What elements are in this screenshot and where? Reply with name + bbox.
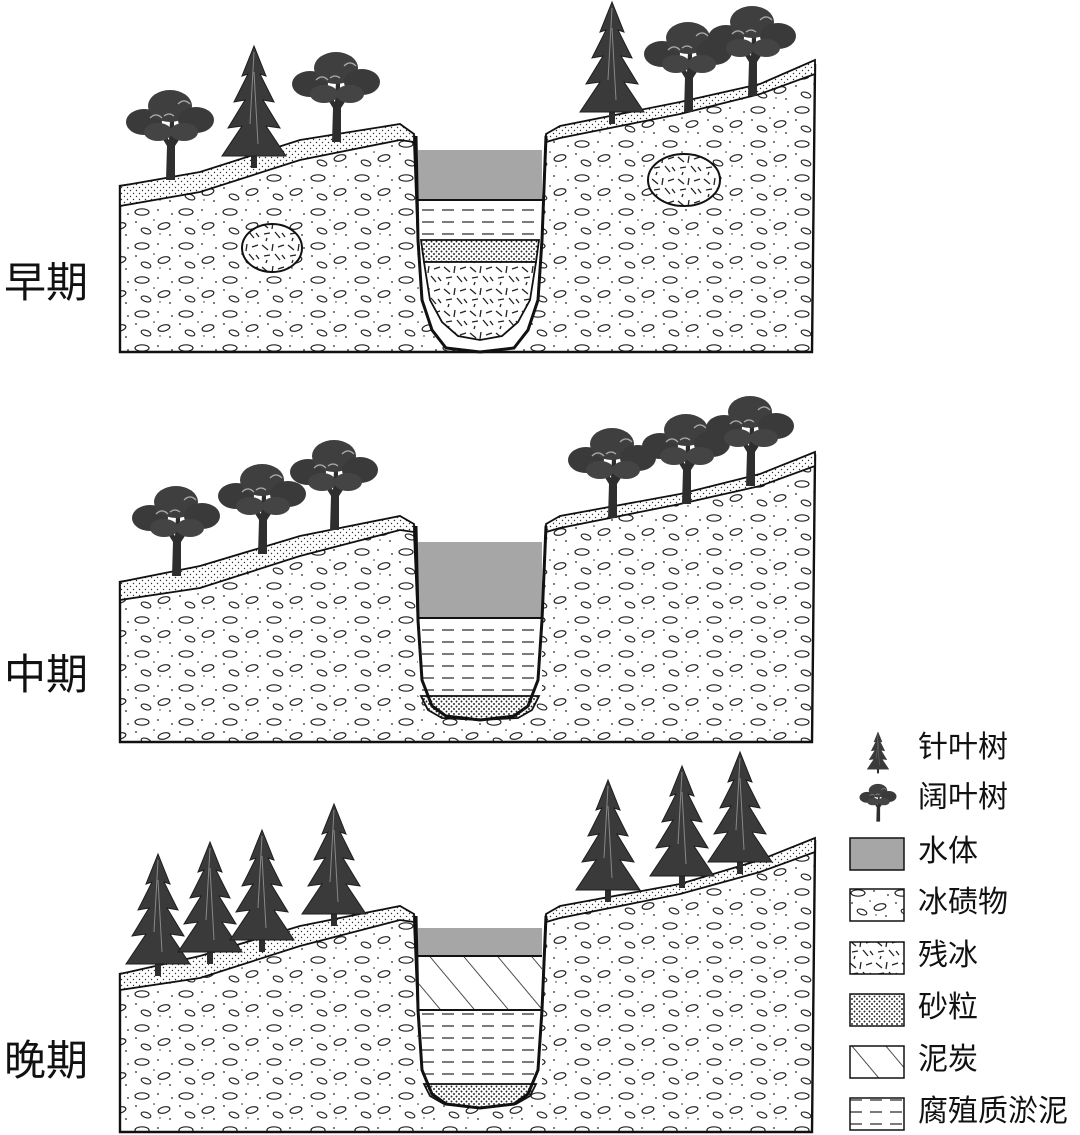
legend-item-peat: 泥炭 — [848, 1040, 1080, 1080]
stage-middle-diagram — [118, 395, 817, 744]
legend-label: 针叶树 — [918, 730, 1008, 765]
legend-label: 冰碛物 — [918, 885, 1008, 920]
legend-item-residual-ice: 残冰 — [848, 936, 1080, 976]
legend-item-water: 水体 — [848, 832, 1080, 872]
stage-label-late: 晚期 — [4, 1036, 89, 1085]
moraine-swatch — [849, 888, 905, 922]
legend-item-sand: 砂粒 — [848, 988, 1080, 1028]
sapropel-layer — [418, 618, 542, 696]
legend-label: 泥炭 — [918, 1042, 978, 1077]
stage-label-early: 早期 — [4, 258, 89, 307]
stage-late-diagram — [118, 751, 817, 1134]
legend-item-sapropel: 腐殖质淤泥 — [848, 1092, 1080, 1132]
lake-water-layer — [418, 928, 542, 956]
lake-water-layer — [418, 542, 542, 618]
water-swatch — [849, 837, 905, 871]
sapropel-swatch — [849, 1097, 905, 1131]
stage-early-diagram — [118, 1, 817, 354]
peat-layer — [418, 956, 542, 1010]
sapropel-layer — [418, 200, 542, 240]
sapropel-layer — [418, 1010, 542, 1084]
sand-swatch — [849, 993, 905, 1027]
sand-layer — [419, 239, 541, 263]
broadleaf-tree-icon — [859, 783, 897, 822]
legend-item-moraine: 冰碛物 — [848, 883, 1080, 923]
stage-label-middle: 中期 — [4, 650, 89, 699]
legend-item-conifer: 针叶树 — [848, 728, 1080, 774]
legend-label: 腐殖质淤泥 — [918, 1094, 1068, 1129]
residual-ice-block — [647, 153, 721, 207]
peat-swatch — [849, 1045, 905, 1079]
lake-water-layer — [418, 150, 542, 200]
residual-ice-block — [241, 223, 303, 273]
legend-label: 砂粒 — [918, 990, 978, 1025]
conifer-tree-icon — [866, 731, 890, 774]
residual-ice-lens — [422, 261, 538, 341]
legend-label: 水体 — [918, 834, 978, 869]
legend-label: 残冰 — [918, 938, 978, 973]
legend-item-broadleaf: 阔叶树 — [848, 778, 1080, 822]
sand-layer — [419, 695, 541, 721]
legend-label: 阔叶树 — [918, 780, 1008, 815]
residual-ice-swatch — [849, 941, 905, 975]
